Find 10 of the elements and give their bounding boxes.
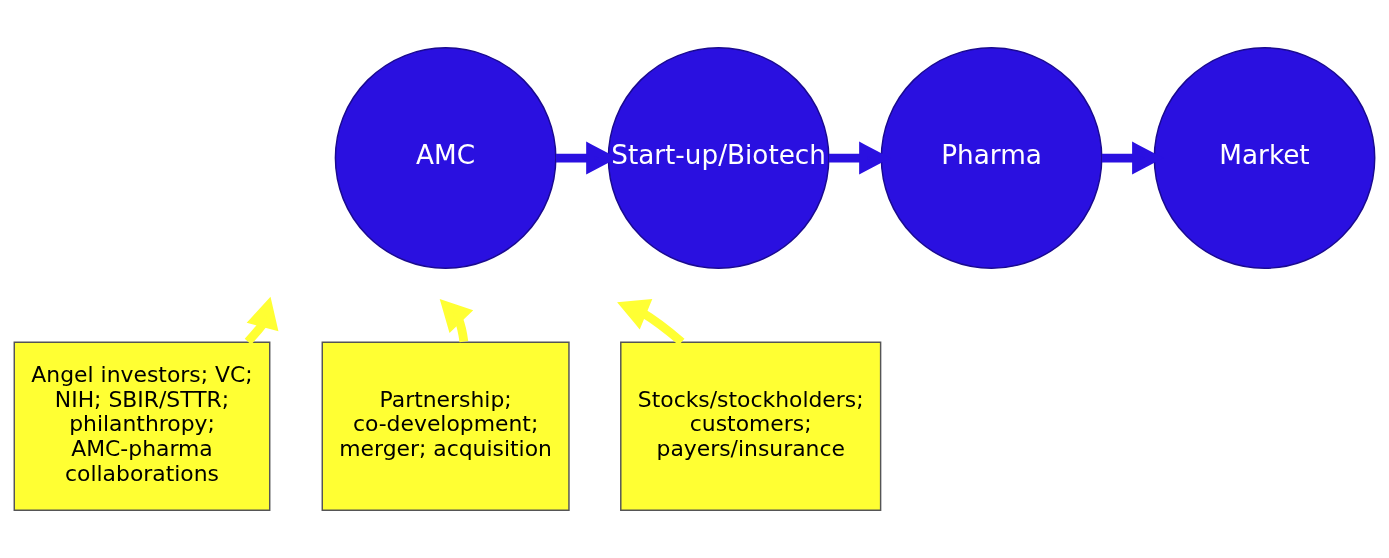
arrow (439, 299, 474, 343)
node-circle: Market (1153, 47, 1376, 269)
node-box: Stocks/stockholders; customers; payers/insurance (620, 341, 882, 511)
node-circle: AMC (334, 47, 557, 269)
node-circle: Pharma (880, 47, 1103, 269)
arrow (244, 296, 279, 345)
node-circle: Start-up/Biotech (607, 47, 830, 269)
node-box: Angel investors; VC; NIH; SBIR/STTR; philanthropy; AMC-pharma collaborations (13, 341, 271, 511)
node-box: Partnership; co-development; merger; acquisition (321, 341, 570, 511)
arrow (617, 299, 685, 346)
